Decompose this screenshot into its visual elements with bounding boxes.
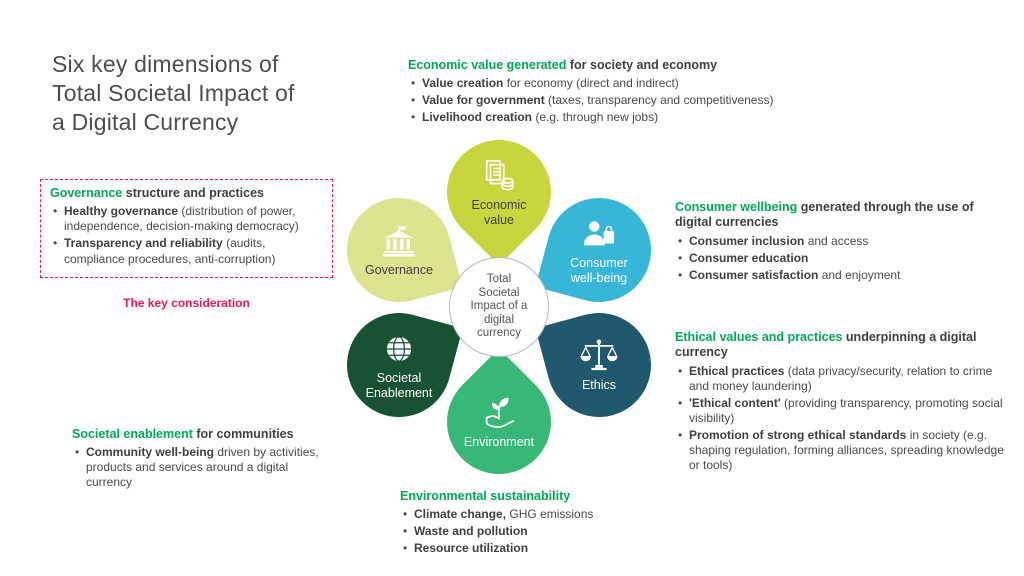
economic-heading: Economic value generated for society and… (408, 58, 828, 73)
petal-consumer-well-being: Consumer well-being (535, 186, 663, 314)
bullet-lead: Livelihood creation (422, 110, 533, 125)
bullet-lead: Promotion of strong ethical standards (689, 427, 907, 442)
petal-environment: Environment (425, 348, 573, 496)
consumer-heading: Consumer wellbeing generated through the… (675, 200, 1003, 231)
societal-bullet-list: Community well-being driven by activitie… (72, 445, 327, 490)
bullet-rest: (data privacy/security, relation to crim… (689, 363, 993, 393)
bullet-item: Community well-being driven by activitie… (72, 445, 327, 490)
bullet-rest: in society (e.g. shaping regulation, for… (689, 427, 1004, 473)
ethics-heading-rest: underpinning a digital currency (675, 330, 977, 360)
governance-callout: Governance structure and practices Healt… (40, 179, 333, 278)
bullet-lead: Transparency and reliability (64, 236, 223, 251)
globe-icon (382, 330, 416, 368)
consumer-heading-highlight: Consumer wellbeing (675, 200, 798, 214)
bullet-lead: Consumer inclusion (689, 233, 805, 248)
bullet-rest: (taxes, transparency and competitiveness… (544, 93, 774, 108)
bullet-rest: (distribution of power, independence, de… (64, 204, 299, 234)
bullet-lead: Healthy governance (64, 204, 179, 219)
bullet-item: Waste and pollution (400, 524, 700, 539)
bullet-lead: Value for government (422, 93, 545, 108)
ethics-heading: Ethical values and practices underpinnin… (675, 330, 1005, 361)
governance-heading: Governance structure and practices (50, 186, 323, 201)
consumer-callout: Consumer wellbeing generated through the… (675, 200, 1003, 285)
bullet-lead: Value creation (422, 76, 504, 91)
bullet-item: Consumer inclusion and access (675, 234, 1003, 249)
bullet-lead: Ethical practices (689, 363, 785, 378)
petal-label: Environment (463, 435, 535, 450)
societal-heading-rest: for communities (192, 427, 294, 441)
governance-bullet-list: Healthy governance (distribution of powe… (50, 204, 323, 266)
economic-bullet-list: Value creation for economy (direct and i… (408, 76, 828, 125)
petal-ethics: Ethics (535, 301, 663, 429)
bullet-item: Resource utilization (400, 541, 700, 556)
ethics-bullet-list: Ethical practices (data privacy/security… (675, 364, 1005, 474)
bullet-item: Value for government (taxes, transparenc… (408, 93, 828, 108)
center-circle: Total Societal Impact of a digital curre… (449, 257, 549, 357)
governance-heading-rest: structure and practices (122, 186, 264, 200)
hand-plant-icon (479, 394, 519, 432)
bullet-rest: and access (804, 233, 869, 248)
key-consideration-note: The key consideration (123, 296, 250, 310)
economic-heading-rest: for society and economy (566, 58, 718, 72)
bullet-item: Livelihood creation (e.g. through new jo… (408, 110, 828, 125)
documents-coins-icon (480, 157, 518, 195)
bullet-rest: driven by activities, products and servi… (86, 445, 319, 490)
bullet-item: Promotion of strong ethical standards in… (675, 428, 1005, 473)
consumer-shopper-icon (579, 215, 619, 253)
petal-label: Ethics (581, 378, 617, 393)
petal-label: Consumer well-being (570, 256, 628, 285)
ethics-callout: Ethical values and practices underpinnin… (675, 330, 1005, 475)
petal-label: Societal Enablement (365, 371, 433, 400)
environment-bullet-list: Climate change, GHG emissions Waste and … (400, 507, 700, 556)
bullet-item: Value creation for economy (direct and i… (408, 76, 828, 91)
societal-heading: Societal enablement for communities (72, 427, 327, 442)
center-label: Total Societal Impact of a digital curre… (470, 273, 528, 340)
bullet-rest: for economy (direct and indirect) (503, 76, 679, 91)
bullet-lead: 'Ethical content' (689, 395, 781, 410)
environment-callout: Environmental sustainability Climate cha… (400, 489, 700, 559)
petal-label: Economic value (471, 198, 527, 227)
societal-callout: Societal enablement for communities Comm… (72, 427, 327, 493)
economic-heading-highlight: Economic value generated (408, 58, 567, 72)
slide-title: Six key dimensions of Total Societal Imp… (52, 51, 295, 136)
bullet-rest: (audits, compliance procedures, anti-cor… (64, 236, 276, 266)
societal-heading-highlight: Societal enablement (72, 427, 193, 441)
bullet-item: Consumer education (675, 251, 1003, 266)
bullet-lead: Resource utilization (414, 541, 529, 556)
bullet-lead: Community well-being (86, 445, 215, 460)
bullet-lead: Climate change, (414, 507, 507, 522)
governance-dashed-box: Governance structure and practices Healt… (40, 179, 333, 278)
governance-heading-highlight: Governance (50, 186, 123, 200)
consumer-heading-rest: generated through the use of digital cur… (675, 200, 974, 230)
petal-label: Governance (364, 263, 434, 278)
balance-scale-icon (578, 337, 620, 375)
bullet-rest: and enjoyment (818, 267, 901, 282)
environment-heading-highlight: Environmental sustainability (400, 489, 571, 503)
ethics-heading-highlight: Ethical values and practices (675, 330, 843, 344)
bullet-item: Healthy governance (distribution of powe… (50, 204, 323, 234)
bullet-lead: Consumer education (689, 250, 809, 265)
bullet-item: Transparency and reliability (audits, co… (50, 236, 323, 266)
bullet-rest: (providing transparency, promoting socia… (689, 395, 1003, 425)
bank-icon (380, 222, 418, 260)
bullet-rest: (e.g. through new jobs) (532, 110, 659, 125)
bullet-lead: Waste and pollution (414, 524, 528, 539)
bullet-item: Climate change, GHG emissions (400, 507, 700, 522)
petal-governance: Governance (335, 186, 463, 314)
bullet-item: Ethical practices (data privacy/security… (675, 364, 1005, 394)
economic-callout: Economic value generated for society and… (408, 58, 828, 128)
petal-societal-enablement: Societal Enablement (335, 301, 463, 429)
bullet-item: Consumer satisfaction and enjoyment (675, 268, 1003, 283)
bullet-rest: GHG emissions (506, 507, 594, 522)
consumer-bullet-list: Consumer inclusion and access Consumer e… (675, 234, 1003, 283)
petal-economic-value: Economic value (425, 118, 573, 266)
bullet-item: 'Ethical content' (providing transparenc… (675, 396, 1005, 426)
bullet-lead: Consumer satisfaction (689, 267, 819, 282)
environment-heading: Environmental sustainability (400, 489, 700, 504)
